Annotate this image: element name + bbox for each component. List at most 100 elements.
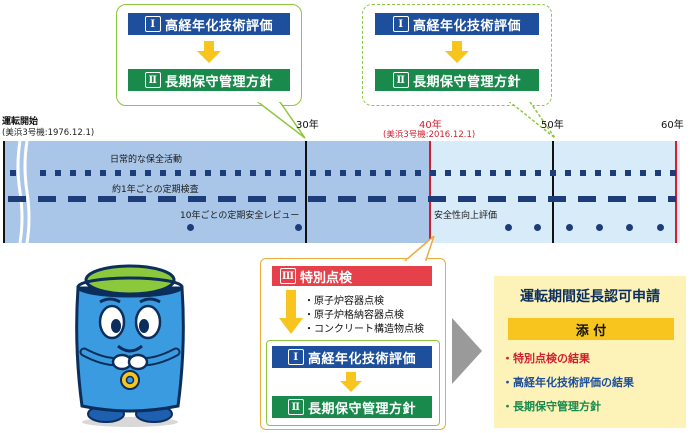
daily-mark [70, 170, 76, 176]
callout-50-step1: Ⅰ 高経年化技術評価 [375, 13, 539, 35]
daily-mark [190, 170, 196, 176]
annual-mark [248, 196, 266, 202]
special-step1-label: 高経年化技術評価 [307, 351, 416, 367]
daily-mark [310, 170, 316, 176]
special-panel-pointer [403, 236, 435, 262]
tick-60 [675, 141, 677, 243]
attachment-badge: 添 付 [508, 318, 674, 340]
roman-1-icon: Ⅰ [144, 16, 161, 32]
daily-mark [400, 170, 406, 176]
review-mark [295, 224, 302, 231]
daily-mark [430, 170, 436, 176]
roman-2-icon: Ⅱ [144, 72, 161, 88]
daily-mark [355, 170, 361, 176]
review-mark [187, 224, 194, 231]
down-arrow-icon [340, 372, 362, 392]
daily-mark [55, 170, 61, 176]
application-title: 運転期間延長認可申請 [520, 289, 660, 305]
annual-mark [458, 196, 476, 202]
start-note: (美浜3号機:1976.12.1) [2, 128, 95, 138]
daily-mark [370, 170, 376, 176]
daily-mark [160, 170, 166, 176]
annual-mark [368, 196, 386, 202]
daily-mark [655, 170, 661, 176]
review-mark [505, 224, 512, 231]
annual-mark [218, 196, 236, 202]
roman-1-icon: Ⅰ [287, 349, 304, 365]
timeline-band-dark [4, 141, 430, 243]
daily-mark [460, 170, 466, 176]
year-60-label: 60年 [661, 120, 684, 131]
daily-mark [550, 170, 556, 176]
special-step1: Ⅰ 高経年化技術評価 [272, 346, 432, 368]
time-break-icon [16, 141, 31, 243]
mascot-character [75, 264, 185, 427]
daily-mark [415, 170, 421, 176]
daily-mark [220, 170, 226, 176]
daily-mark [280, 170, 286, 176]
callout-30-step2: Ⅱ 長期保守管理方針 [128, 69, 290, 91]
daily-mark [100, 170, 106, 176]
daily-mark [520, 170, 526, 176]
daily-mark [295, 170, 301, 176]
annual-mark [428, 196, 446, 202]
review-mark [534, 224, 541, 231]
special-step2-label: 長期保守管理方針 [307, 401, 416, 417]
daily-mark [610, 170, 616, 176]
callout-30-step2-label: 長期保守管理方針 [164, 74, 273, 90]
annual-mark [398, 196, 416, 202]
annual-mark [188, 196, 206, 202]
daily-mark [340, 170, 346, 176]
down-arrow-icon [197, 41, 221, 63]
annual-mark [308, 196, 326, 202]
daily-mark [580, 170, 586, 176]
daily-mark [130, 170, 136, 176]
callout-30-step1-label: 高経年化技術評価 [164, 18, 273, 34]
annual-mark [518, 196, 536, 202]
callout-30-year: Ⅰ 高経年化技術評価 Ⅱ 長期保守管理方針 [116, 4, 302, 106]
special-inspection-title: 特別点検 [300, 270, 353, 286]
tick-40 [429, 141, 431, 243]
daily-mark [640, 170, 646, 176]
application-panel [494, 276, 686, 428]
daily-mark [445, 170, 451, 176]
annual-mark [98, 196, 116, 202]
year-30-label: 30年 [296, 120, 319, 131]
attachment-item-3: ・長期保守管理方針 [502, 400, 601, 413]
review-mark [566, 224, 573, 231]
daily-mark [235, 170, 241, 176]
year-40-note: (美浜3号機:2016.12.1) [383, 130, 476, 140]
daily-mark [250, 170, 256, 176]
daily-mark [115, 170, 121, 176]
daily-mark [265, 170, 271, 176]
down-arrow-icon [279, 290, 303, 334]
daily-mark [670, 170, 676, 176]
daily-mark [625, 170, 631, 176]
annual-mark [548, 196, 566, 202]
daily-mark [565, 170, 571, 176]
annual-mark [638, 196, 656, 202]
annual-mark [608, 196, 626, 202]
attachment-item-2: ・高経年化技術評価の結果 [502, 376, 634, 389]
daily-mark [325, 170, 331, 176]
annual-mark [278, 196, 296, 202]
annual-mark [158, 196, 176, 202]
daily-mark [175, 170, 181, 176]
daily-mark [145, 170, 151, 176]
daily-mark [595, 170, 601, 176]
callout-30-pointer [256, 102, 306, 139]
special-item-1: ・原子炉容器点検 [304, 296, 384, 307]
annual-mark [338, 196, 356, 202]
review-mark [626, 224, 633, 231]
callout-50-step2: Ⅱ 長期保守管理方針 [375, 69, 539, 91]
annual-mark [488, 196, 506, 202]
special-item-3: ・コンクリート構造物点検 [304, 324, 424, 335]
year-50-label: 50年 [541, 120, 564, 131]
annual-mark [128, 196, 146, 202]
annual-mark [578, 196, 596, 202]
daily-maintenance-label: 日常的な保全活動 [110, 155, 183, 165]
timeline-band-light [430, 141, 680, 243]
annual-mark [668, 196, 676, 202]
callout-50-pointer [508, 102, 556, 139]
daily-mark [10, 170, 16, 176]
